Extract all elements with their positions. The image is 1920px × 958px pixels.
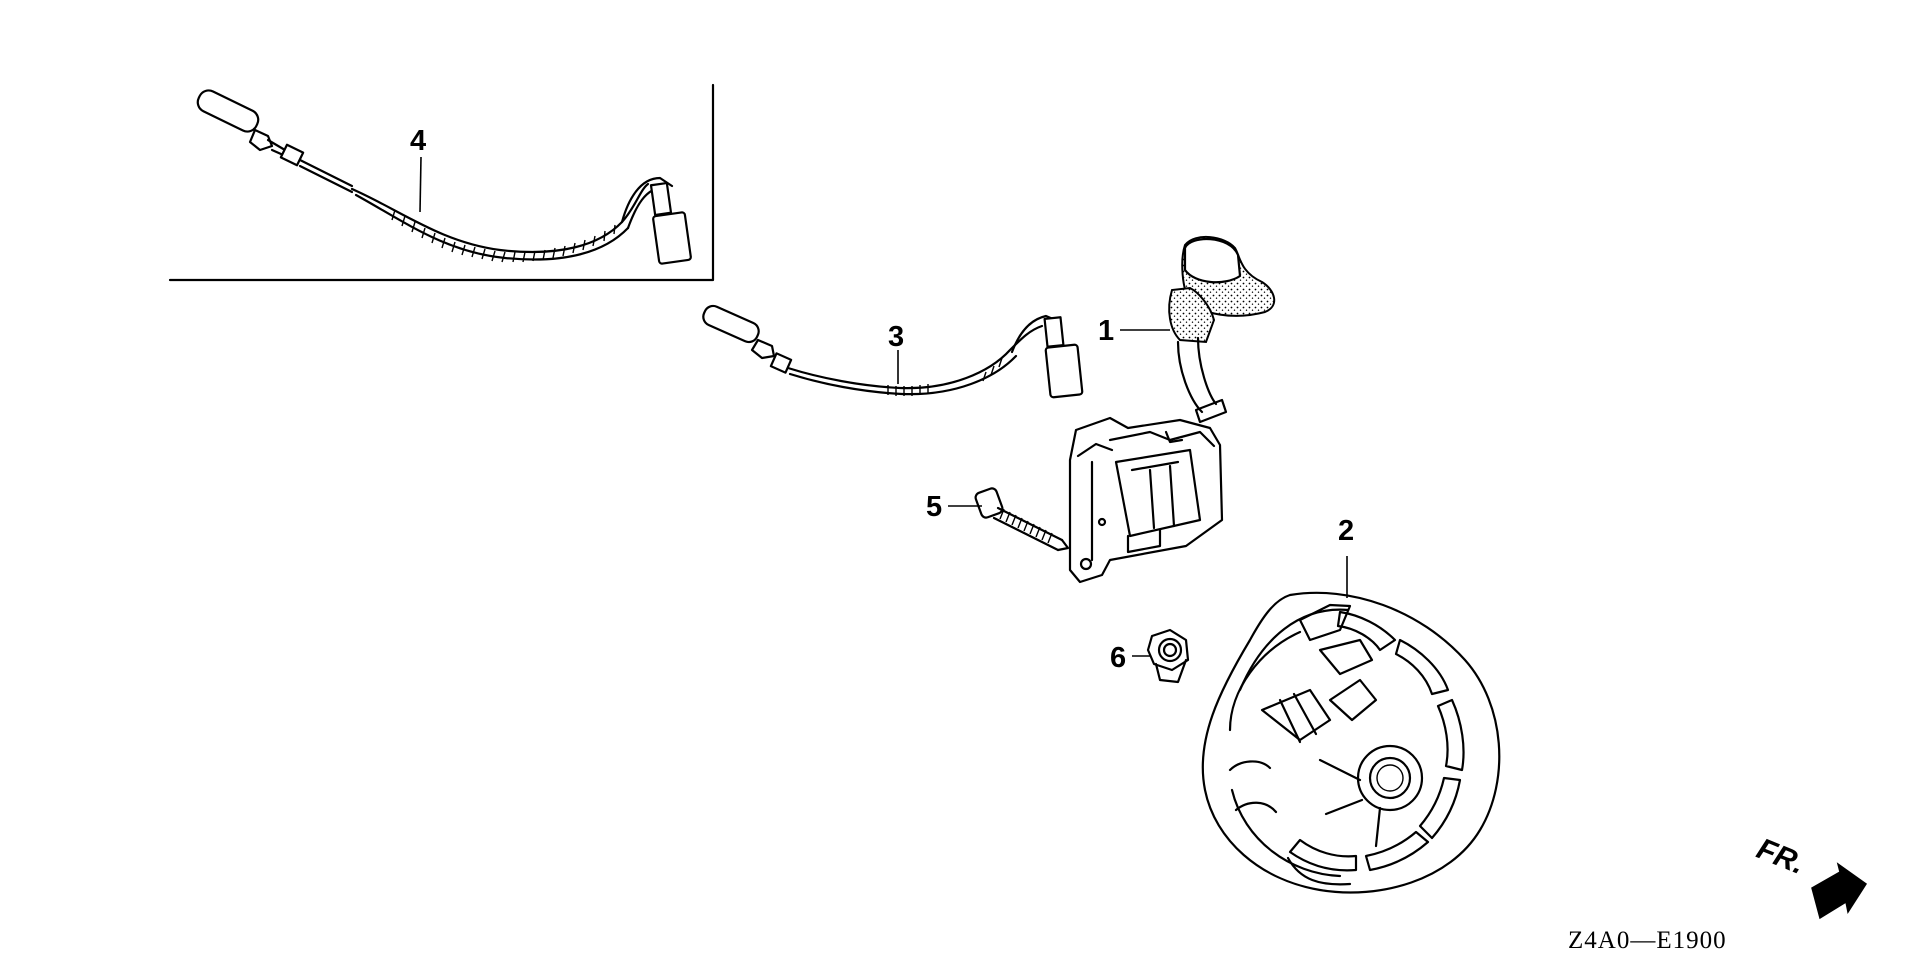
front-direction-arrow: FR. <box>1752 832 1868 920</box>
part-2-flywheel <box>1201 556 1501 894</box>
callout-3: 3 <box>888 321 904 353</box>
callout-5: 5 <box>926 491 942 523</box>
drawing-code: Z4A0—E1900 <box>1568 927 1727 954</box>
callout-2: 2 <box>1338 515 1354 547</box>
callout-4: 4 <box>410 125 426 157</box>
callout-1: 1 <box>1098 315 1114 347</box>
front-indicator-label: FR. <box>1752 832 1809 881</box>
part-3-wire <box>702 304 1084 399</box>
part-5-bolt <box>948 487 1070 552</box>
part-6-nut <box>1132 628 1190 684</box>
part-4-wire-assembly <box>196 89 692 265</box>
callout-6: 6 <box>1110 642 1126 674</box>
part-1-ignition-coil <box>1068 236 1276 584</box>
inset-frame <box>168 83 715 282</box>
